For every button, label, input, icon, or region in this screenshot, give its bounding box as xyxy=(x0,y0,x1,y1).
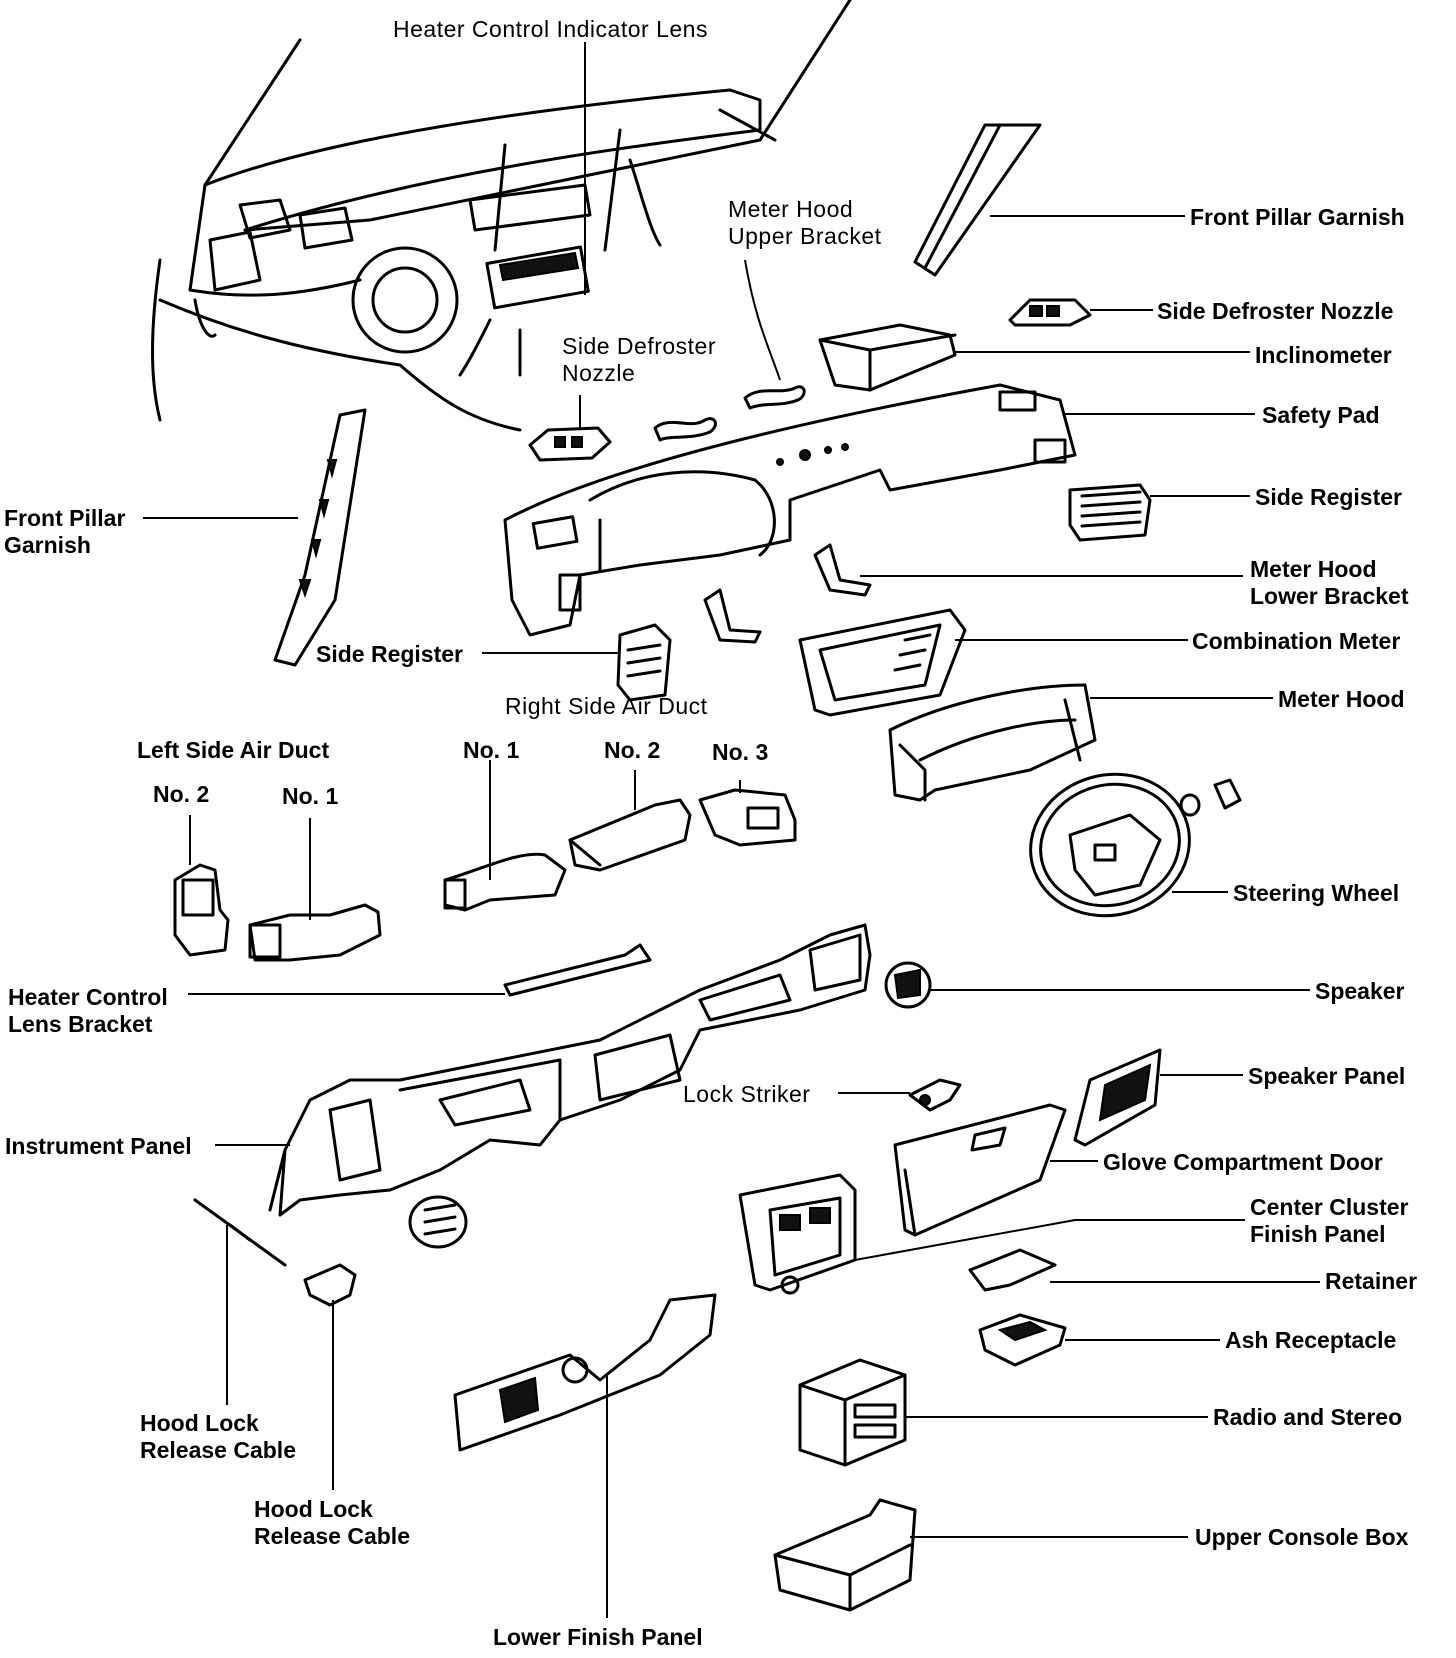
label-side-defroster-nozzle-center: Side Defroster Nozzle xyxy=(562,333,716,387)
label-line-1: Side Defroster xyxy=(562,333,717,359)
label-retainer: Retainer xyxy=(1325,1268,1418,1294)
retainer-part xyxy=(968,1248,1057,1292)
center-cluster-finish-panel-part xyxy=(738,1173,857,1295)
label-line-2: Nozzle xyxy=(562,360,636,386)
left-side-air-duct-parts xyxy=(173,863,382,962)
label-line-2: Finish Panel xyxy=(1250,1221,1386,1247)
label-left-duct-no1: No. 1 xyxy=(282,783,339,809)
label-center-cluster-finish-panel: Center Cluster Finish Panel xyxy=(1250,1194,1408,1248)
label-line-2: Lower Bracket xyxy=(1250,583,1409,609)
label-speaker-panel: Speaker Panel xyxy=(1248,1063,1406,1089)
label-lower-finish-panel: Lower Finish Panel xyxy=(493,1624,703,1650)
right-side-air-duct-parts xyxy=(443,788,797,912)
inclinometer-part xyxy=(818,323,957,392)
side-defroster-nozzle-right-part xyxy=(1008,298,1092,327)
speaker-panel-part xyxy=(1073,1048,1162,1147)
lock-striker-part xyxy=(908,1078,962,1112)
label-line-1: Front Pillar xyxy=(4,505,126,531)
label-right-duct-no1: No. 1 xyxy=(463,737,520,763)
label-meter-hood-lower-bracket: Meter Hood Lower Bracket xyxy=(1250,556,1409,610)
combination-meter-part xyxy=(798,608,967,717)
label-line-2: Lens Bracket xyxy=(8,1011,153,1037)
label-right-duct-no3: No. 3 xyxy=(712,739,769,765)
label-steering-wheel: Steering Wheel xyxy=(1233,880,1400,906)
label-front-pillar-garnish-left: Front Pillar Garnish xyxy=(4,505,125,559)
leader-lines xyxy=(143,42,1320,1618)
label-left-duct-no2: No. 2 xyxy=(153,781,210,807)
side-register-right-part xyxy=(1068,483,1152,542)
label-heater-control-indicator-lens: Heater Control Indicator Lens xyxy=(393,16,708,42)
label-line-1: Meter Hood xyxy=(1250,556,1377,582)
label-inclinometer: Inclinometer xyxy=(1255,342,1392,368)
label-right-side-air-duct: Right Side Air Duct xyxy=(505,693,708,719)
speaker-part xyxy=(408,961,932,1249)
label-right-duct-no2: No. 2 xyxy=(604,737,661,763)
label-ash-receptacle: Ash Receptacle xyxy=(1225,1327,1397,1353)
safety-pad-part xyxy=(503,383,1077,637)
label-line-2: Release Cable xyxy=(140,1437,296,1463)
label-line-2: Upper Bracket xyxy=(728,223,882,249)
upper-console-box-part xyxy=(773,1498,917,1612)
label-line-2: Release Cable xyxy=(254,1523,410,1549)
label-speaker: Speaker xyxy=(1315,978,1405,1004)
label-side-register-right: Side Register xyxy=(1255,484,1402,510)
meter-hood-lower-bracket-part xyxy=(703,543,872,644)
meter-hood-part xyxy=(888,683,1097,802)
steering-wheel-part xyxy=(1029,772,1242,918)
front-pillar-garnish-left-part xyxy=(273,408,367,667)
hood-lock-release-cable-parts xyxy=(193,1198,357,1307)
label-left-side-air-duct: Left Side Air Duct xyxy=(137,737,330,763)
front-pillar-garnish-right-part xyxy=(913,123,1042,277)
label-heater-control-lens-bracket: Heater Control Lens Bracket xyxy=(8,984,168,1038)
label-instrument-panel: Instrument Panel xyxy=(5,1133,192,1159)
label-upper-console-box: Upper Console Box xyxy=(1195,1524,1409,1550)
label-side-defroster-nozzle-right: Side Defroster Nozzle xyxy=(1157,298,1394,324)
label-line-1: Hood Lock xyxy=(140,1410,259,1436)
label-line-1: Center Cluster xyxy=(1250,1194,1409,1220)
label-side-register-left: Side Register xyxy=(316,641,463,667)
instrument-panel-part xyxy=(268,923,872,1217)
label-glove-compartment-door: Glove Compartment Door xyxy=(1103,1149,1383,1175)
label-front-pillar-garnish-right: Front Pillar Garnish xyxy=(1190,204,1405,230)
label-radio-and-stereo: Radio and Stereo xyxy=(1213,1404,1403,1430)
label-line-2: Garnish xyxy=(4,532,91,558)
label-hood-lock-release-cable-1: Hood Lock Release Cable xyxy=(140,1410,296,1464)
glove-compartment-door-part xyxy=(893,1103,1067,1237)
label-line-1: Heater Control xyxy=(8,984,168,1010)
label-combination-meter: Combination Meter xyxy=(1192,628,1401,654)
dashboard-vehicle-view xyxy=(151,0,852,432)
radio-and-stereo-part xyxy=(798,1358,907,1467)
label-hood-lock-release-cable-2: Hood Lock Release Cable xyxy=(254,1496,410,1550)
label-line-1: Meter Hood xyxy=(728,196,854,222)
label-line-1: Hood Lock xyxy=(254,1496,373,1522)
label-safety-pad: Safety Pad xyxy=(1262,402,1380,428)
label-meter-hood-upper-bracket: Meter Hood Upper Bracket xyxy=(728,196,882,250)
heater-control-lens-bracket-part xyxy=(503,943,652,997)
side-register-left-part xyxy=(616,623,672,702)
center-nozzle-brackets xyxy=(528,385,806,462)
lower-finish-panel-part xyxy=(453,1293,717,1452)
label-meter-hood: Meter Hood xyxy=(1278,686,1405,712)
ash-receptacle-part xyxy=(978,1313,1067,1367)
label-lock-striker: Lock Striker xyxy=(683,1081,811,1107)
